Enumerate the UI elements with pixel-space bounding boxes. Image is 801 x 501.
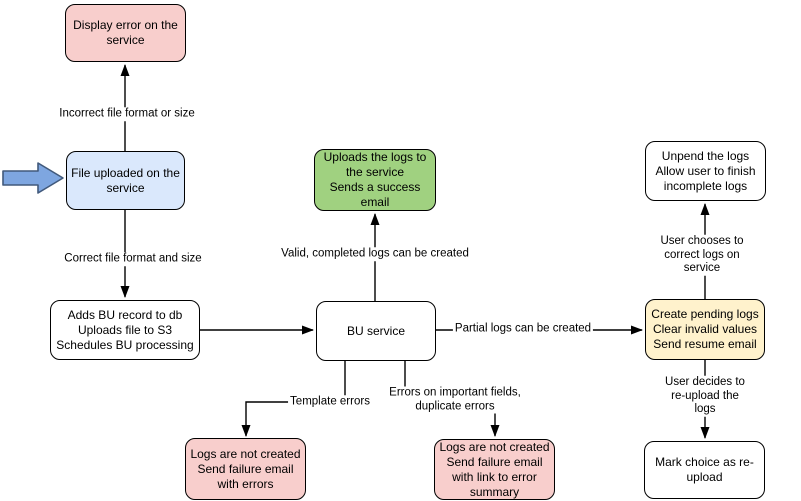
edge-label-important-field-errors: Errors on important fields, duplicate er… — [387, 386, 523, 414]
edge-label-template-errors: Template errors — [288, 395, 372, 409]
node-file-uploaded: File uploaded on the service — [66, 151, 185, 210]
edge-label-partial-logs: Partial logs can be created — [452, 322, 594, 336]
node-unpend-logs: Unpend the logs Allow user to finish inc… — [645, 141, 766, 201]
edge-label-user-reuploads: User decides to re-upload the logs — [657, 375, 753, 417]
edge-label-user-corrects: User chooses to correct logs on service — [652, 234, 752, 276]
input-arrow-icon — [2, 162, 64, 194]
node-uploads-logs-success: Uploads the logs to the service Sends a … — [314, 149, 436, 211]
node-adds-bu-record: Adds BU record to db Uploads file to S3 … — [50, 300, 200, 360]
node-create-pending-logs: Create pending logs Clear invalid values… — [645, 299, 765, 360]
node-mark-reupload: Mark choice as re- upload — [644, 441, 765, 499]
edge-label-valid-logs: Valid, completed logs can be created — [279, 247, 471, 261]
node-display-error: Display error on the service — [65, 4, 186, 62]
node-logs-not-created-summary: Logs are not created Send failure email … — [434, 439, 555, 500]
edge-label-incorrect-file: Incorrect file format or size — [57, 107, 197, 121]
node-bu-service: BU service — [316, 301, 436, 361]
edge-label-correct-file: Correct file format and size — [62, 252, 204, 266]
node-logs-not-created-errors: Logs are not created Send failure email … — [185, 438, 306, 500]
